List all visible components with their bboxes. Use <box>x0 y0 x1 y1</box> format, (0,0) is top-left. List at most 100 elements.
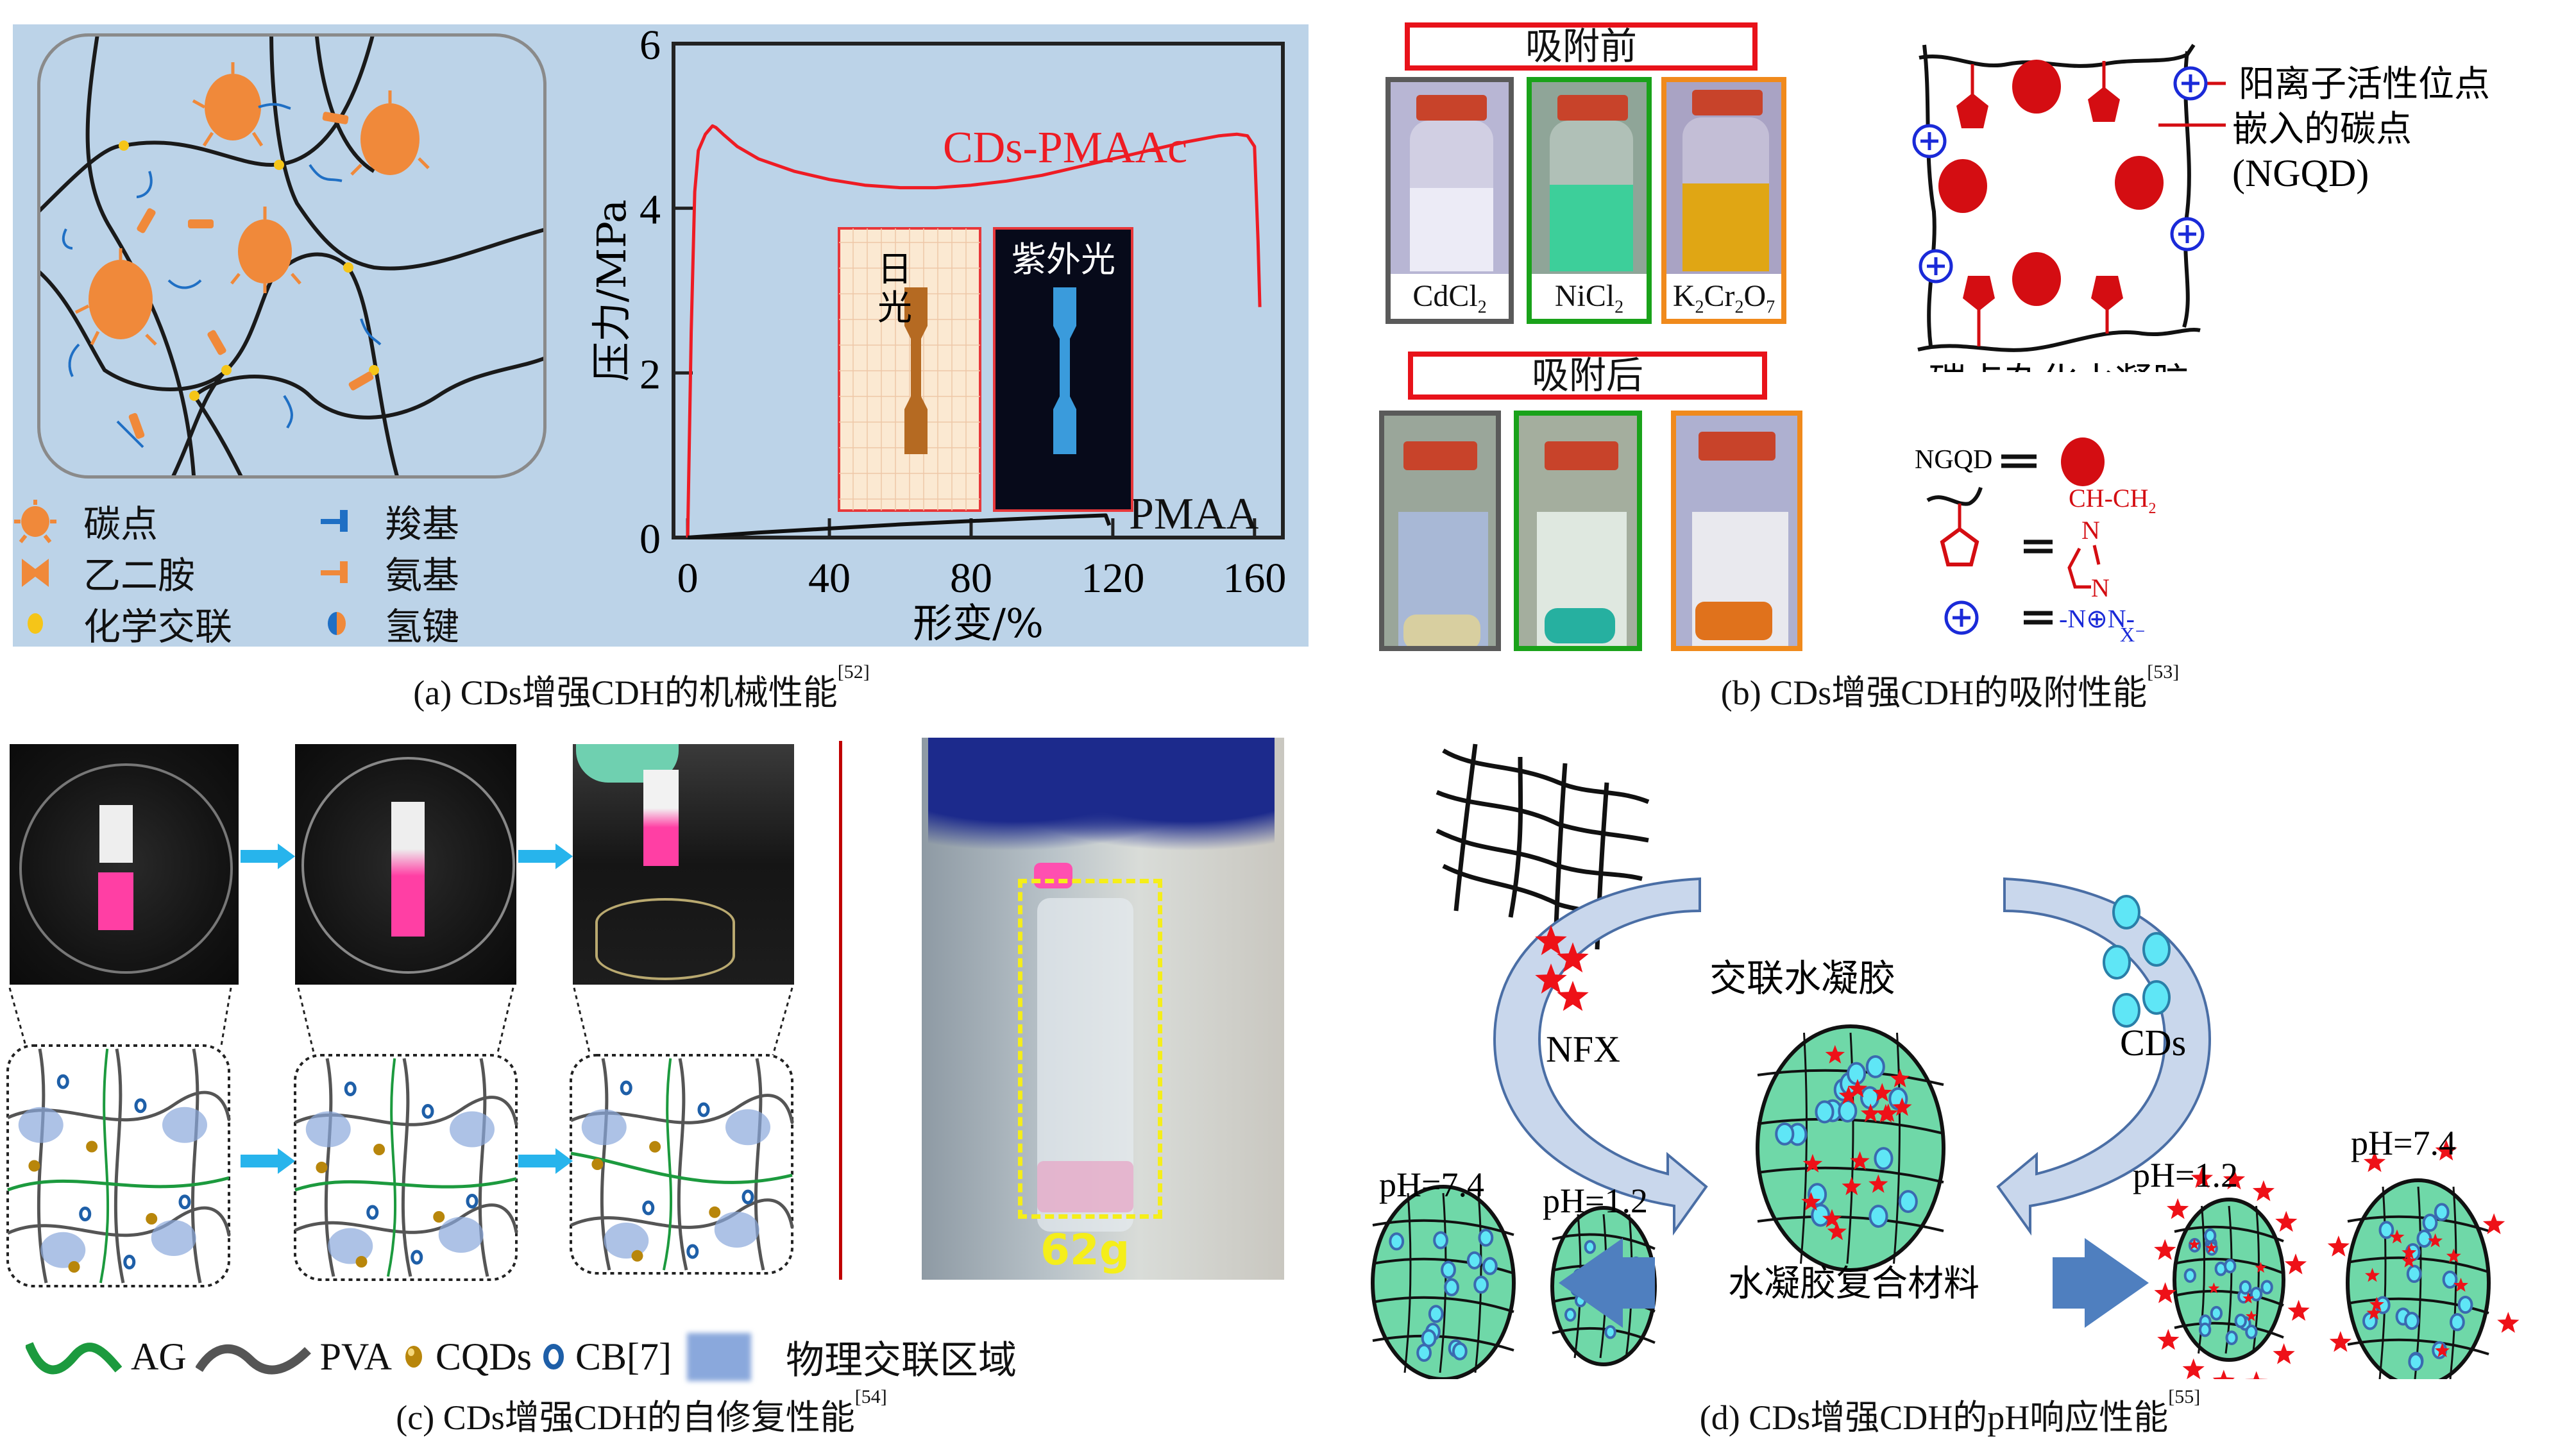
dogbone-specimen-blue <box>1053 287 1076 454</box>
cd-dot <box>1604 1325 1616 1339</box>
series-line-pmaa <box>687 513 1112 539</box>
caption-c-ref: [54] <box>854 1386 887 1407</box>
cd-dot <box>1482 1257 1498 1275</box>
nfx-star-icon <box>2284 1253 2307 1275</box>
cd-dot <box>2457 1295 2473 1314</box>
cqd-bead <box>146 1213 158 1225</box>
carbon-dot <box>360 103 419 175</box>
legend-label: 氨基 <box>385 554 460 597</box>
vial-cap <box>1416 95 1487 121</box>
cd-dot <box>1868 1205 1888 1228</box>
cqd-bead <box>591 1158 604 1170</box>
nfx-star-icon <box>2435 1139 2457 1161</box>
cd-dot <box>1389 1232 1405 1251</box>
cd-dot-icon <box>2112 993 2140 1028</box>
schematic-network-1 <box>6 1048 231 1284</box>
legend-label: 碳点 <box>83 502 158 546</box>
carboxyl-icon <box>321 510 348 532</box>
physical-crosslink-region <box>604 1223 649 1259</box>
x-tick-label: 80 <box>950 555 992 602</box>
photo-healed-gel <box>295 744 516 985</box>
arrow-right-icon <box>518 844 573 869</box>
nfx-label: NFX <box>1546 1028 1620 1070</box>
weight-label: 62g <box>1040 1225 1130 1275</box>
cd-dot <box>2378 1221 2394 1239</box>
cd-dot <box>1473 1275 1489 1294</box>
cd-dot <box>1433 1231 1448 1250</box>
daylight-label-2: 光 <box>877 287 912 328</box>
nfx-star-icon <box>2497 1312 2520 1333</box>
cb7-ring <box>344 1082 357 1096</box>
arrow-right-icon <box>241 1148 295 1174</box>
cqd-bead <box>433 1211 445 1223</box>
dogbone-specimen-orange <box>904 287 928 454</box>
cd-dot <box>2449 1313 2465 1332</box>
cd-dot <box>2183 1268 2196 1283</box>
caption-d-text: (d) CDs增强CDH的pH响应性能 <box>1699 1398 2169 1437</box>
cb7-ring <box>421 1104 434 1119</box>
physical-crosslink-region <box>162 1107 207 1143</box>
ethylenediamine-link <box>207 330 226 355</box>
ethylenediamine-link <box>322 112 349 124</box>
caption-d: (d) CDs增强CDH的pH响应性能[55] <box>1699 1386 2201 1439</box>
cd-dot <box>1416 1343 1432 1362</box>
legend-label: 化学交联 <box>83 605 233 649</box>
nfx-star-icon <box>2275 1210 2298 1232</box>
schematic-network-3 <box>570 1058 794 1271</box>
ph-response-diagram: 交联水凝胶 NFX CDs 水凝胶复合材料 pH=7.4 pH=1.2 pH=1… <box>1371 743 2520 1379</box>
petri-dish <box>19 763 233 974</box>
cqd-bead <box>86 1141 98 1153</box>
vial-after-nicl2 <box>1514 411 1642 651</box>
nfx-star-icon <box>2369 1296 2384 1311</box>
caption-a: (a) CDs增强CDH的机械性能[52] <box>413 661 869 715</box>
physical-crosslink-region <box>328 1228 373 1264</box>
x-tick-label: 0 <box>677 555 699 602</box>
nfx-star-icon <box>1842 1176 1861 1196</box>
panel-c-legend: AG PVA CQDs CB[7] 物理交联区域 <box>26 1328 1017 1386</box>
cqd-bead <box>373 1144 386 1155</box>
nfx-star-icon <box>2255 1262 2267 1273</box>
physical-crosslink-region <box>151 1220 196 1256</box>
cb7-ring <box>620 1080 632 1096</box>
cd-dot <box>1874 1147 1894 1171</box>
caption-b-ref: [53] <box>2147 661 2180 683</box>
nfx-star-icon <box>1825 1045 1845 1064</box>
nfx-star-icon <box>1850 1151 1870 1170</box>
nfx-star-icon <box>2435 1343 2450 1357</box>
cd-dot <box>1815 1100 1835 1124</box>
cation-plus-signs <box>1920 74 2199 275</box>
equals-sign <box>2024 539 2053 554</box>
cqd-bead-icon <box>405 1346 422 1368</box>
legend-label: 羧基 <box>385 502 460 546</box>
gloved-hands <box>928 738 1275 866</box>
pentagon-icon <box>1956 93 1988 128</box>
top-chain <box>1919 44 2196 68</box>
cqd-bead <box>709 1206 721 1218</box>
vial-label-k2cr2o7: K2Cr2O7 <box>1666 274 1781 319</box>
pentagon-icon <box>2091 276 2123 311</box>
imidazole-ring <box>2067 545 2101 589</box>
crosslink-point <box>343 262 353 273</box>
ph-label-1: pH=7.4 <box>1379 1166 1484 1204</box>
imidazole-n2: N <box>2091 573 2110 602</box>
uv-label: 紫外光 <box>1012 239 1115 280</box>
series-label-pmaa: PMAA <box>1129 489 1259 539</box>
cd-dot-icon <box>2103 945 2131 980</box>
nfx-star-icon <box>2252 1180 2275 1201</box>
nfx-star-icon <box>2246 1310 2257 1321</box>
legend-item-chemical-crosslink: 化学交联 <box>13 597 232 650</box>
photo-weight-test: 62g <box>922 738 1284 1280</box>
series-line-cds-pmaac <box>686 124 1262 538</box>
embedded-cd-label: 嵌入的碳点 <box>2232 108 2412 150</box>
vial-cap <box>1692 90 1763 115</box>
crosslink-point <box>221 365 232 375</box>
cd-dot-icon <box>2142 980 2171 1015</box>
nfx-star-icon <box>2327 1235 2350 1257</box>
vial-cap <box>1557 95 1628 121</box>
nfx-star-icon <box>1801 1192 1821 1211</box>
arrow-right-icon <box>241 844 295 869</box>
x-tick-label: 120 <box>1081 555 1144 602</box>
cqd-bead <box>631 1250 643 1262</box>
nfx-star-icon <box>2154 1282 2176 1303</box>
y-tick-label: 2 <box>640 351 661 398</box>
